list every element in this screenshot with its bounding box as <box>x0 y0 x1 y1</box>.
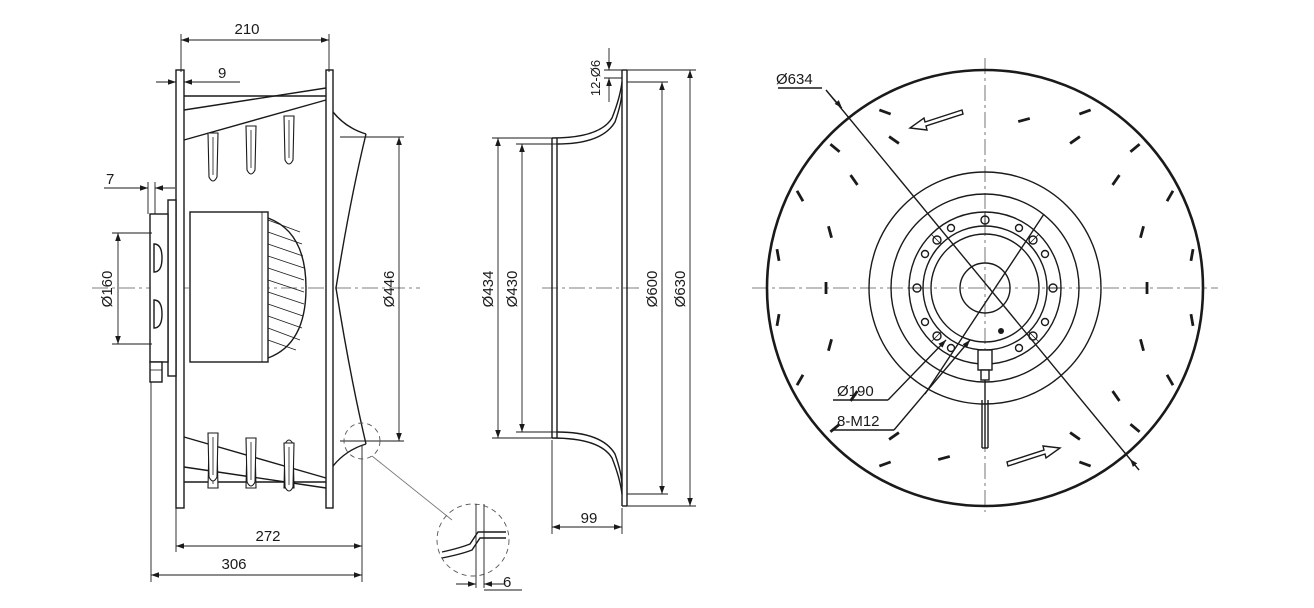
detail-dim: 6 <box>503 574 511 591</box>
dim-ring: 9 <box>218 65 226 82</box>
back-plate <box>175 69 185 509</box>
dim-bottom-overall: 306 <box>221 556 246 573</box>
rotation-arrow-top <box>908 109 964 131</box>
detail-marker <box>343 422 381 460</box>
hub-bolts <box>153 243 163 329</box>
shroud-curve <box>332 111 367 467</box>
dim-depth: 99 <box>581 510 598 527</box>
dim-hub-dia: Ø190 <box>837 383 874 400</box>
detail-profile <box>441 504 522 591</box>
motor-hub <box>149 213 169 363</box>
cable-gland <box>149 361 163 383</box>
motor-ribs <box>267 217 307 359</box>
dim-flange-outer: Ø630 <box>672 271 689 308</box>
front-plate <box>325 69 334 509</box>
motor-flange <box>167 199 177 377</box>
inlet-ring-view: 12-Ø6 Ø434 Ø430 Ø600 Ø630 99 <box>480 48 696 534</box>
front-cable-gland <box>977 349 993 449</box>
shroud-profile <box>335 133 367 445</box>
leader-diagonal-1 <box>825 89 1140 471</box>
dim-throat-outer: Ø434 <box>480 271 497 308</box>
dim-bolt-circle: Ø600 <box>644 271 661 308</box>
dim-bottom-inner: 272 <box>255 528 280 545</box>
shaft-bore <box>959 262 1011 314</box>
rotation-arrow-bottom <box>1006 445 1062 467</box>
dim-width-top: 210 <box>234 21 259 38</box>
blade-slots-middle <box>824 117 1149 461</box>
side-view: 210 9 7 Ø160 Ø446 272 306 <box>92 21 522 591</box>
dim-bolts: 8-M12 <box>837 413 880 430</box>
dim-throat-inner: Ø430 <box>504 271 521 308</box>
dim-impeller-dia: Ø634 <box>776 71 813 88</box>
hub-inner <box>930 233 1040 343</box>
impeller-outer-ring <box>765 68 1205 508</box>
dim-shaft-dia: Ø160 <box>99 271 116 308</box>
dim-outlet-dia: Ø446 <box>381 271 398 308</box>
detail-leader <box>371 455 453 521</box>
front-view: Ø634 Ø190 8-M12 <box>752 58 1218 512</box>
dim-flange-holes: 12-Ø6 <box>588 60 603 96</box>
blade-slots-outer <box>775 108 1195 468</box>
marker-dot <box>998 328 1004 334</box>
fins-upper <box>207 115 295 182</box>
dim-motor-offset: 7 <box>106 171 114 188</box>
motor-body <box>189 211 269 363</box>
detail-view <box>436 503 510 577</box>
leader-diagonal-2 <box>924 213 1045 395</box>
